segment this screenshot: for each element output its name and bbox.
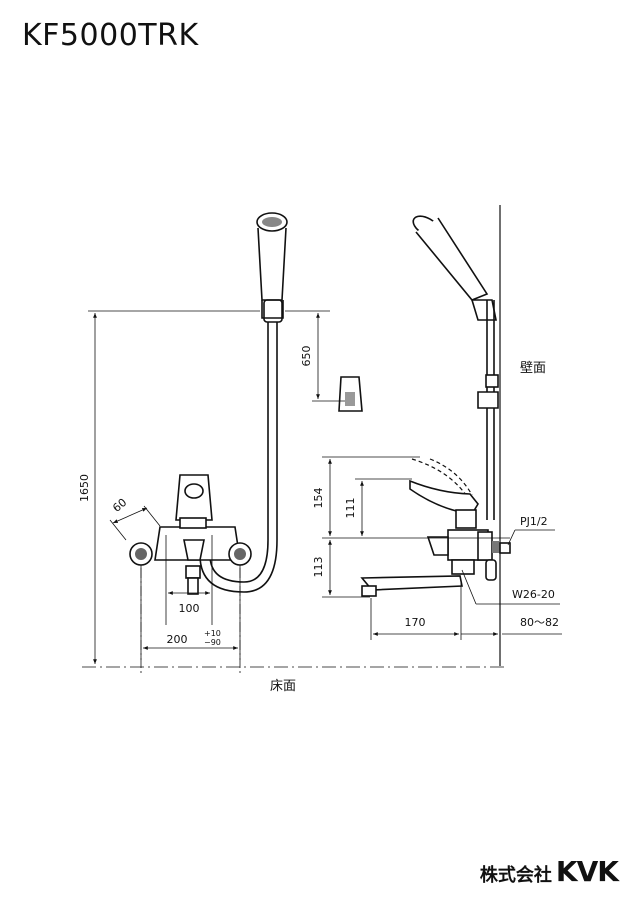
label-pj: PJ1/2 [520, 515, 548, 528]
label-wall: 壁面 [520, 361, 546, 376]
dim-1650: 1650 [78, 474, 91, 502]
side-view [360, 205, 511, 666]
front-faucet-body [129, 474, 252, 595]
side-slide-bar [477, 300, 499, 520]
front-dimensions [82, 310, 508, 675]
dim-154: 154 [312, 488, 325, 509]
label-w26: W26-20 [512, 588, 555, 601]
dim-60: 60 [110, 496, 129, 515]
front-shower-head [256, 212, 288, 323]
dim-tol-minus: −90 [204, 638, 221, 647]
dim-tol-plus: +10 [204, 629, 221, 638]
front-view [129, 212, 363, 595]
brand-logo: 株式会社 KVK [479, 855, 619, 888]
label-floor: 床面 [270, 679, 296, 694]
dim-200: 200 [167, 633, 188, 646]
dim-100: 100 [179, 602, 200, 615]
product-title: KF5000TRK [22, 18, 199, 53]
side-dimension-labels: 154 111 113 170 80～82 PJ1/2 W26-20 壁面 床面 [270, 361, 559, 694]
dim-80-82: 80～82 [520, 616, 559, 629]
dim-650: 650 [300, 346, 313, 367]
front-hose [199, 322, 278, 593]
side-spout [360, 575, 463, 597]
dim-113: 113 [312, 557, 325, 578]
brand-company: 株式会社 [479, 865, 552, 886]
dim-170: 170 [405, 616, 426, 629]
front-holder [338, 376, 363, 412]
brand-kvk: KVK [555, 855, 619, 888]
front-dimension-labels: 1650 650 60 100 200 +10 −90 [78, 346, 313, 648]
side-dimensions [322, 456, 562, 640]
side-shower-head [412, 215, 497, 321]
side-faucet-body [426, 509, 511, 581]
dim-111: 111 [344, 498, 357, 519]
